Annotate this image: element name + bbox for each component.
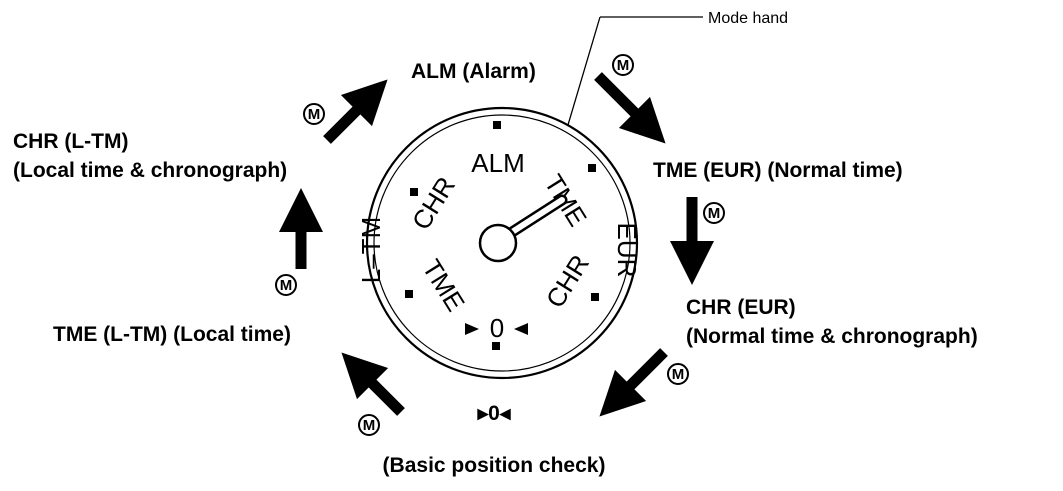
dial-marker-chr-left (410, 188, 418, 196)
dial-label-eur: EUR (612, 223, 642, 278)
arrow-to-tme-ltm (341, 352, 405, 416)
m-button-icon: M (703, 202, 725, 224)
dial-marker-zero (492, 342, 500, 350)
svg-text:M: M (672, 366, 685, 383)
mode-dial: ALM TME CHR TME CHR EUR L–TM 0 (356, 106, 642, 380)
arrow-to-tme-eur (594, 72, 666, 144)
dial-zero-left-pointer (465, 323, 479, 335)
mode-hand-label: Mode hand (708, 10, 788, 27)
dial-label-alm: ALM (471, 148, 524, 178)
svg-text:M: M (363, 417, 376, 434)
dial-zero-right-pointer (514, 323, 528, 335)
mode-hand (478, 194, 568, 263)
m-button-icon: M (612, 54, 634, 76)
m-button-icon: M (275, 274, 297, 296)
dial-marker-chr-right (591, 293, 599, 301)
dial-marker-tme-left (405, 290, 413, 298)
arrow-to-alm (323, 79, 388, 144)
arrow-to-basic-check (599, 348, 668, 417)
m-button-icon: M (667, 363, 689, 385)
basic-position-symbol: ▸0◂ (477, 402, 511, 425)
mode-label-chr-eur-line1: CHR (EUR) (686, 296, 796, 319)
mode-label-tme-eur: TME (EUR) (Normal time) (653, 159, 903, 182)
mode-label-chr-ltm-line1: CHR (L-TM) (13, 130, 128, 153)
mode-label-basic-check: (Basic position check) (383, 454, 606, 477)
mode-label-chr-ltm-line2: (Local time & chronograph) (13, 159, 287, 182)
svg-text:M: M (280, 277, 293, 294)
mode-label-tme-ltm: TME (L-TM) (Local time) (53, 323, 291, 346)
svg-text:M: M (308, 106, 321, 123)
mode-label-alm: ALM (Alarm) (411, 60, 536, 83)
dial-label-zero: 0 (490, 313, 504, 343)
dial-marker-tme-right (588, 164, 596, 172)
dial-marker-alm (493, 121, 501, 129)
svg-text:M: M (617, 57, 630, 74)
m-button-icon: M (303, 103, 325, 125)
dial-inner-ring (373, 114, 631, 372)
dial-label-ltm: L–TM (356, 217, 386, 283)
mode-hand-hub (478, 223, 518, 263)
m-button-icon: M (358, 414, 380, 436)
mode-label-chr-eur-line2: (Normal time & chronograph) (686, 325, 978, 348)
svg-text:M: M (708, 205, 721, 222)
